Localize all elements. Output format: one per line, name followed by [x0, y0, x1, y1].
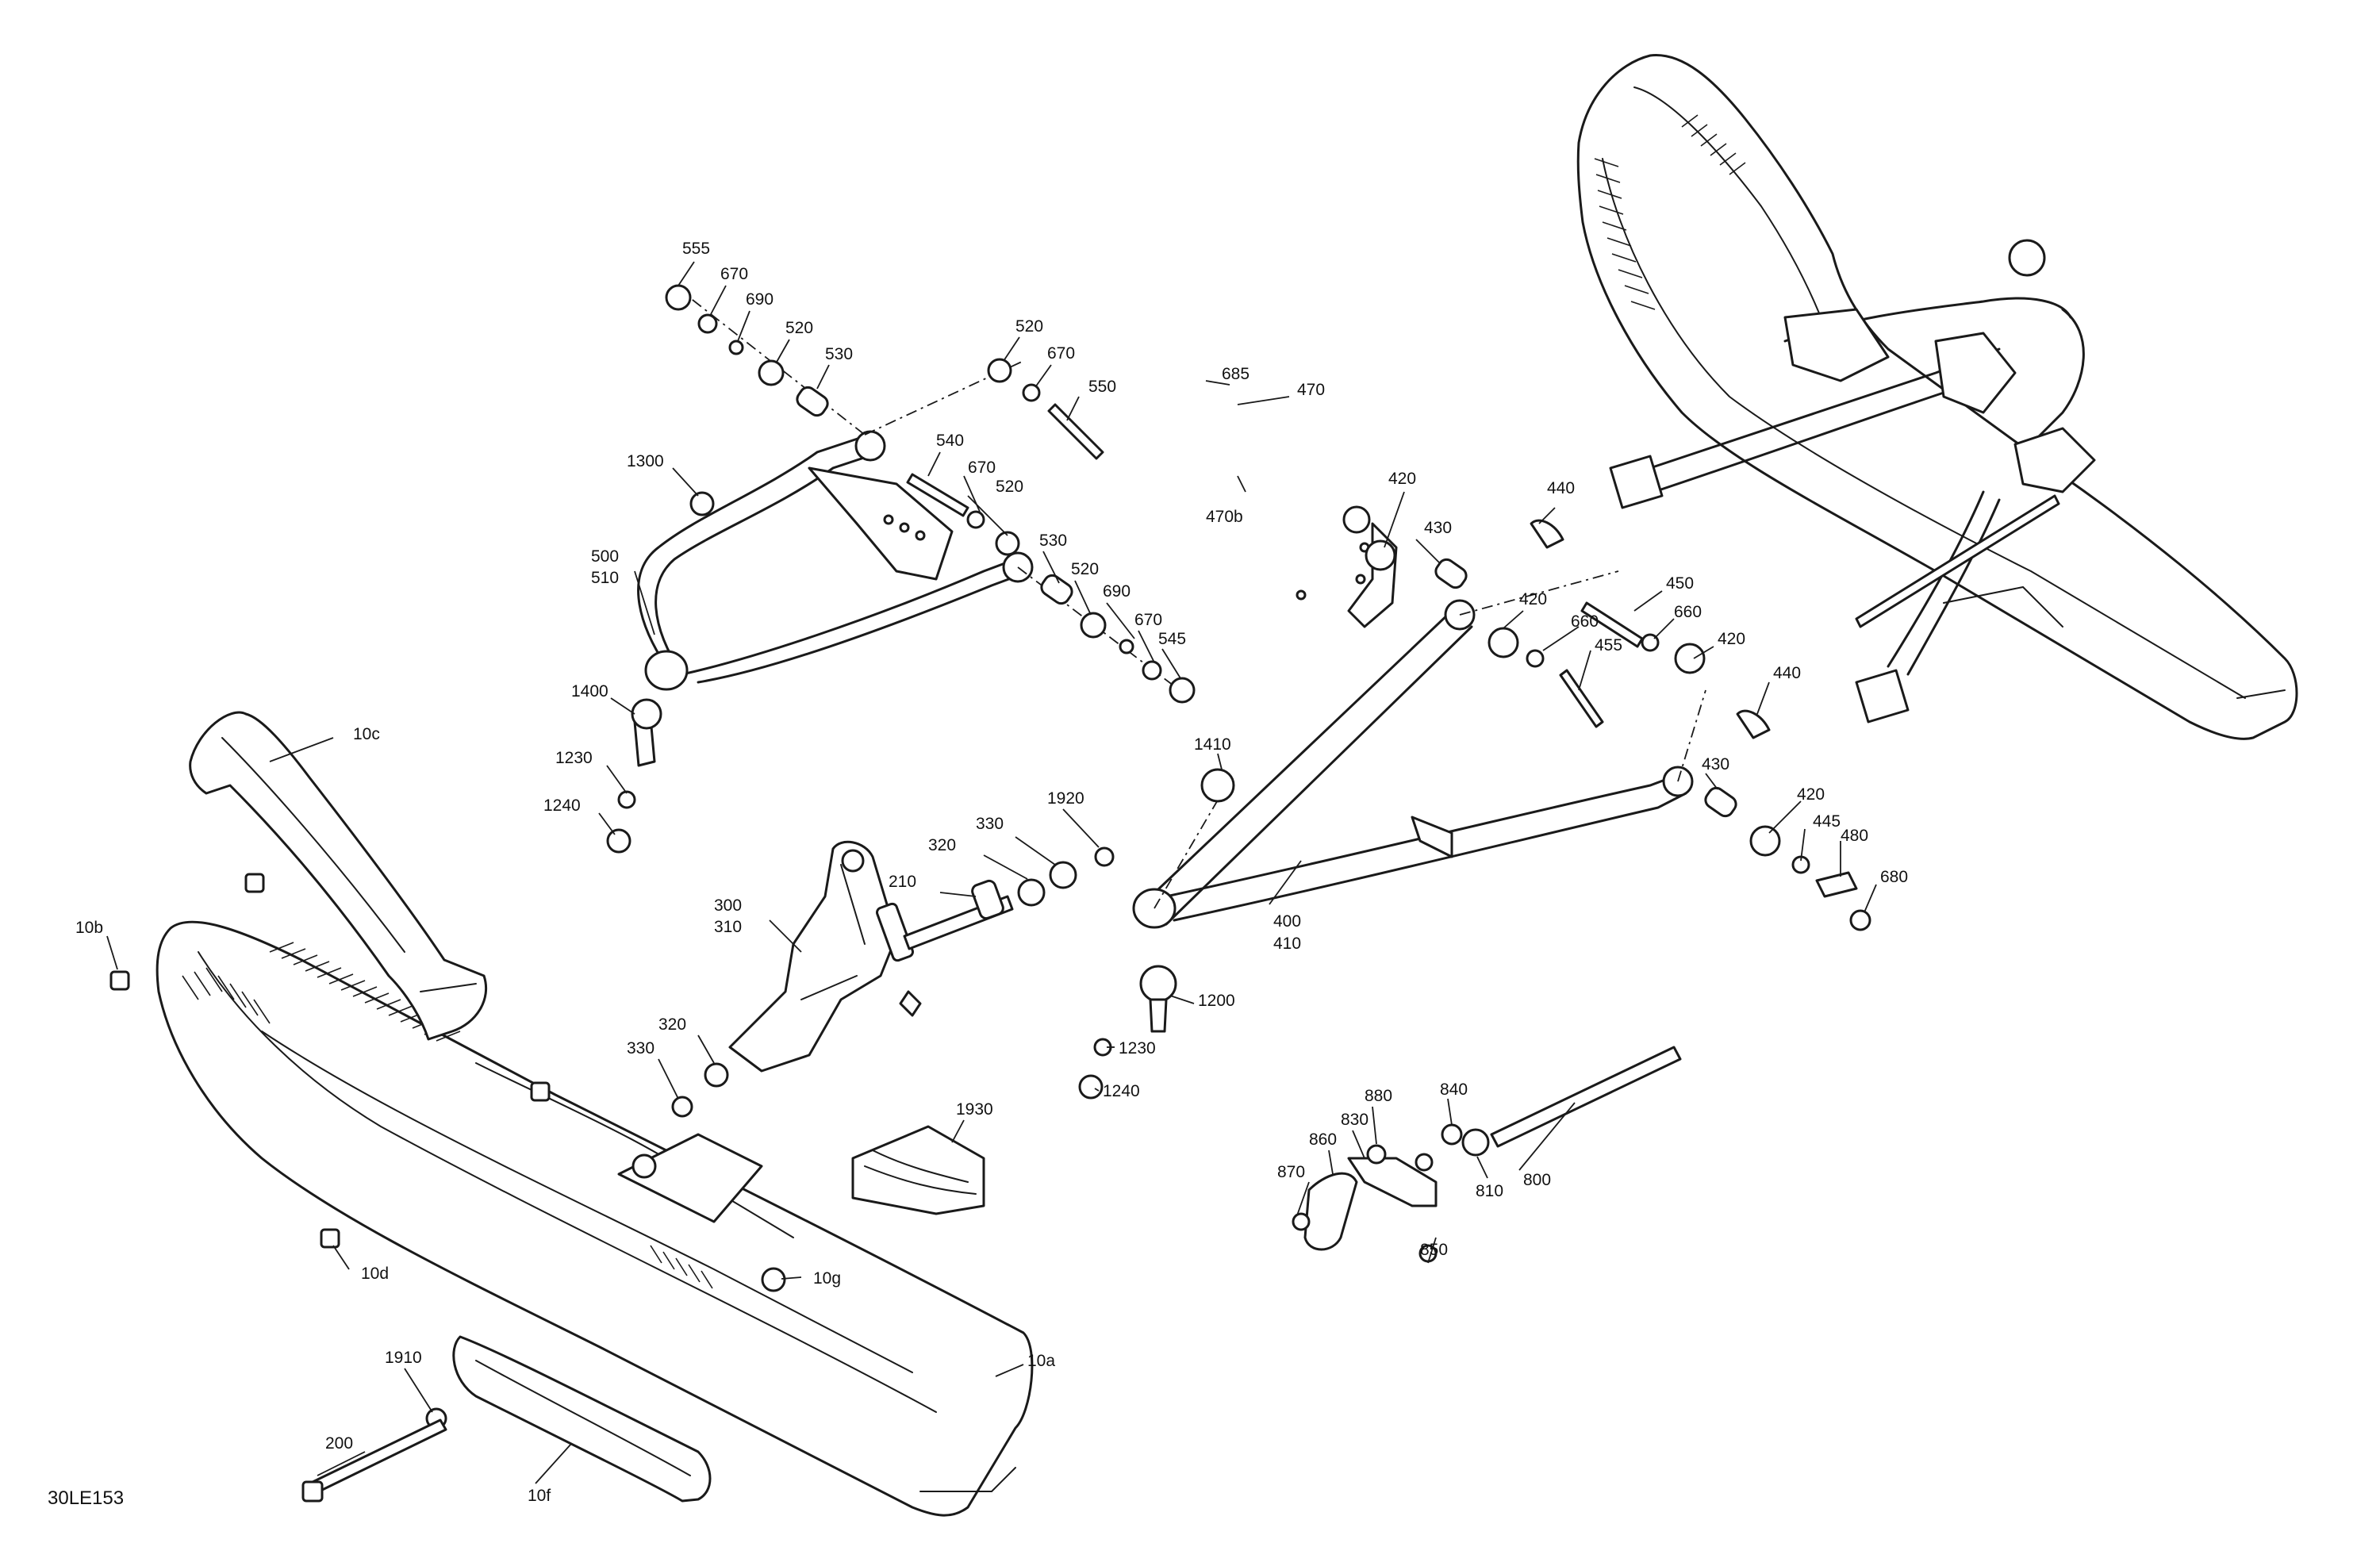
callout-520: 520 [996, 478, 1023, 496]
assembled-ski-right [1576, 54, 2298, 740]
callout-10a: 10a [1027, 1352, 1055, 1370]
callout-800: 800 [1523, 1171, 1551, 1189]
sway-bar-800 [1292, 1046, 1682, 1263]
callout-880: 880 [1365, 1087, 1392, 1105]
callout-1200: 1200 [1198, 992, 1235, 1010]
callout-10b: 10b [75, 919, 103, 937]
runner-10f [452, 1335, 712, 1503]
callout-1410: 1410 [1194, 735, 1231, 754]
callout-320: 320 [928, 836, 956, 854]
callout-10g: 10g [813, 1269, 841, 1288]
callout-1240: 1240 [543, 796, 581, 815]
callout-300: 300 [714, 896, 742, 915]
callout-1910: 1910 [385, 1349, 422, 1367]
callout-1300: 1300 [627, 452, 664, 470]
callout-500: 500 [591, 547, 619, 566]
callout-420: 420 [1797, 785, 1825, 804]
fasteners-ski [109, 873, 786, 1503]
callout-10c: 10c [353, 725, 380, 743]
callout-480: 480 [1841, 827, 1868, 845]
callout-420: 420 [1388, 470, 1416, 488]
callout-320: 320 [658, 1015, 686, 1034]
callout-530: 530 [825, 345, 853, 363]
callout-1230: 1230 [555, 749, 593, 767]
callout-330: 330 [976, 815, 1004, 833]
callout-210: 210 [889, 873, 916, 891]
callout-830: 830 [1341, 1111, 1368, 1129]
callout-670: 670 [1134, 611, 1162, 629]
callout-330: 330 [627, 1039, 654, 1057]
skid-pad-1930 [851, 1125, 985, 1215]
callout-455: 455 [1595, 636, 1622, 654]
callout-400: 400 [1273, 912, 1301, 931]
lower-a-arm-400 [1132, 599, 1694, 929]
callout-420: 420 [1718, 630, 1745, 648]
callout-530: 530 [1039, 532, 1067, 550]
upper-a-arm-500 [637, 430, 1034, 691]
callout-200: 200 [325, 1434, 353, 1453]
callout-430: 430 [1424, 519, 1452, 537]
callout-550: 550 [1088, 378, 1116, 396]
callout-670: 670 [1047, 344, 1075, 363]
assembled-arms-right [1609, 239, 2096, 724]
handle-10c [189, 711, 488, 1041]
callout-labels: 555 670 690 520 530 520 670 550 540 670 … [75, 240, 1908, 1505]
callout-1400: 1400 [571, 682, 608, 700]
callout-470: 470 [1297, 381, 1325, 399]
callout-1930: 1930 [956, 1100, 993, 1119]
callout-660: 660 [1571, 612, 1599, 631]
callout-545: 545 [1158, 630, 1186, 648]
callout-310: 310 [714, 918, 742, 936]
diagram-code: 30LE153 [48, 1487, 124, 1509]
callout-1920: 1920 [1047, 789, 1084, 808]
callout-10d: 10d [361, 1265, 389, 1283]
callout-440: 440 [1773, 664, 1801, 682]
callout-10f: 10f [528, 1487, 551, 1505]
callout-670: 670 [720, 265, 748, 283]
leader-lines [106, 261, 1877, 1484]
callout-660: 660 [1674, 603, 1702, 621]
callout-510: 510 [591, 569, 619, 587]
callout-685: 685 [1222, 365, 1250, 383]
callout-440: 440 [1547, 479, 1575, 497]
callout-810: 810 [1476, 1182, 1503, 1200]
callout-450: 450 [1666, 574, 1694, 593]
callout-860: 860 [1309, 1130, 1337, 1149]
callout-870: 870 [1277, 1163, 1305, 1181]
callout-1240: 1240 [1103, 1082, 1140, 1100]
callout-520: 520 [1015, 317, 1043, 336]
callout-690: 690 [746, 290, 774, 309]
callout-430: 430 [1702, 755, 1729, 773]
callout-840: 840 [1440, 1080, 1468, 1099]
callout-470b: 470b [1206, 508, 1243, 526]
callout-555: 555 [682, 240, 710, 258]
callout-540: 540 [936, 432, 964, 450]
callout-445: 445 [1813, 812, 1841, 831]
callout-410: 410 [1273, 935, 1301, 953]
upper-arm-hardware [606, 284, 1196, 854]
callout-680: 680 [1880, 868, 1908, 886]
callout-1230: 1230 [1119, 1039, 1156, 1057]
callout-690: 690 [1103, 582, 1130, 601]
callout-420: 420 [1519, 590, 1547, 608]
lower-arm-hardware [1078, 505, 1871, 1100]
callout-850: 850 [1420, 1241, 1448, 1259]
spindle-300 [671, 840, 1115, 1118]
callout-520: 520 [1071, 560, 1099, 578]
callout-520: 520 [785, 319, 813, 337]
callout-670: 670 [968, 459, 996, 477]
